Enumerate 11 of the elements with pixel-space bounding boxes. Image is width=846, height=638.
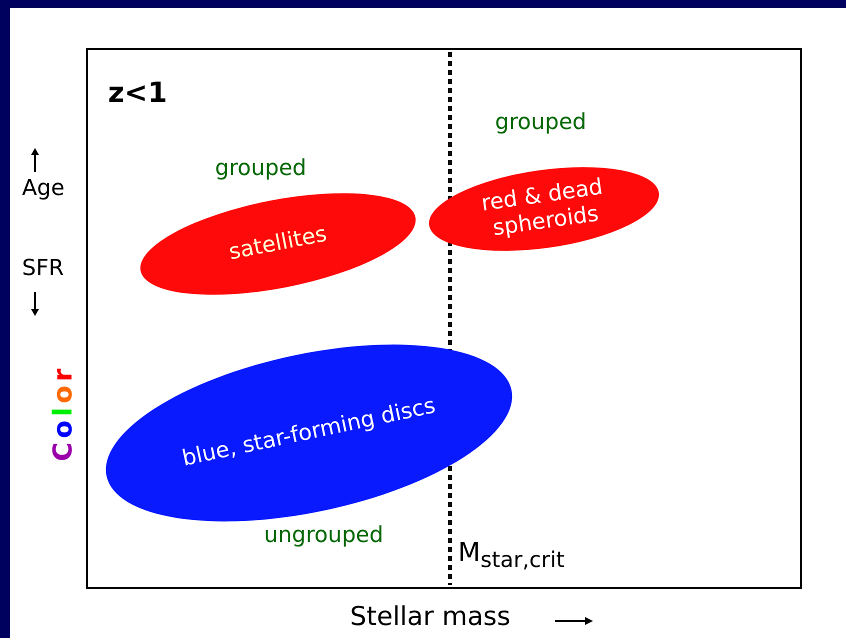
axis-label: Color [48,364,78,462]
region-note: grouped [215,156,306,181]
threshold-label: M$_{star,crit}$ [458,538,565,574]
axis-label: Age [22,176,65,201]
region-note: ungrouped [264,523,384,548]
region-label: red & dead spheroids [478,173,606,244]
axis-label: Stellar mass [350,602,510,632]
region-label: satellites [226,222,330,266]
region-note: grouped [495,110,586,135]
redshift-label: z<1 [108,76,168,109]
axis-label: SFR [22,256,64,281]
